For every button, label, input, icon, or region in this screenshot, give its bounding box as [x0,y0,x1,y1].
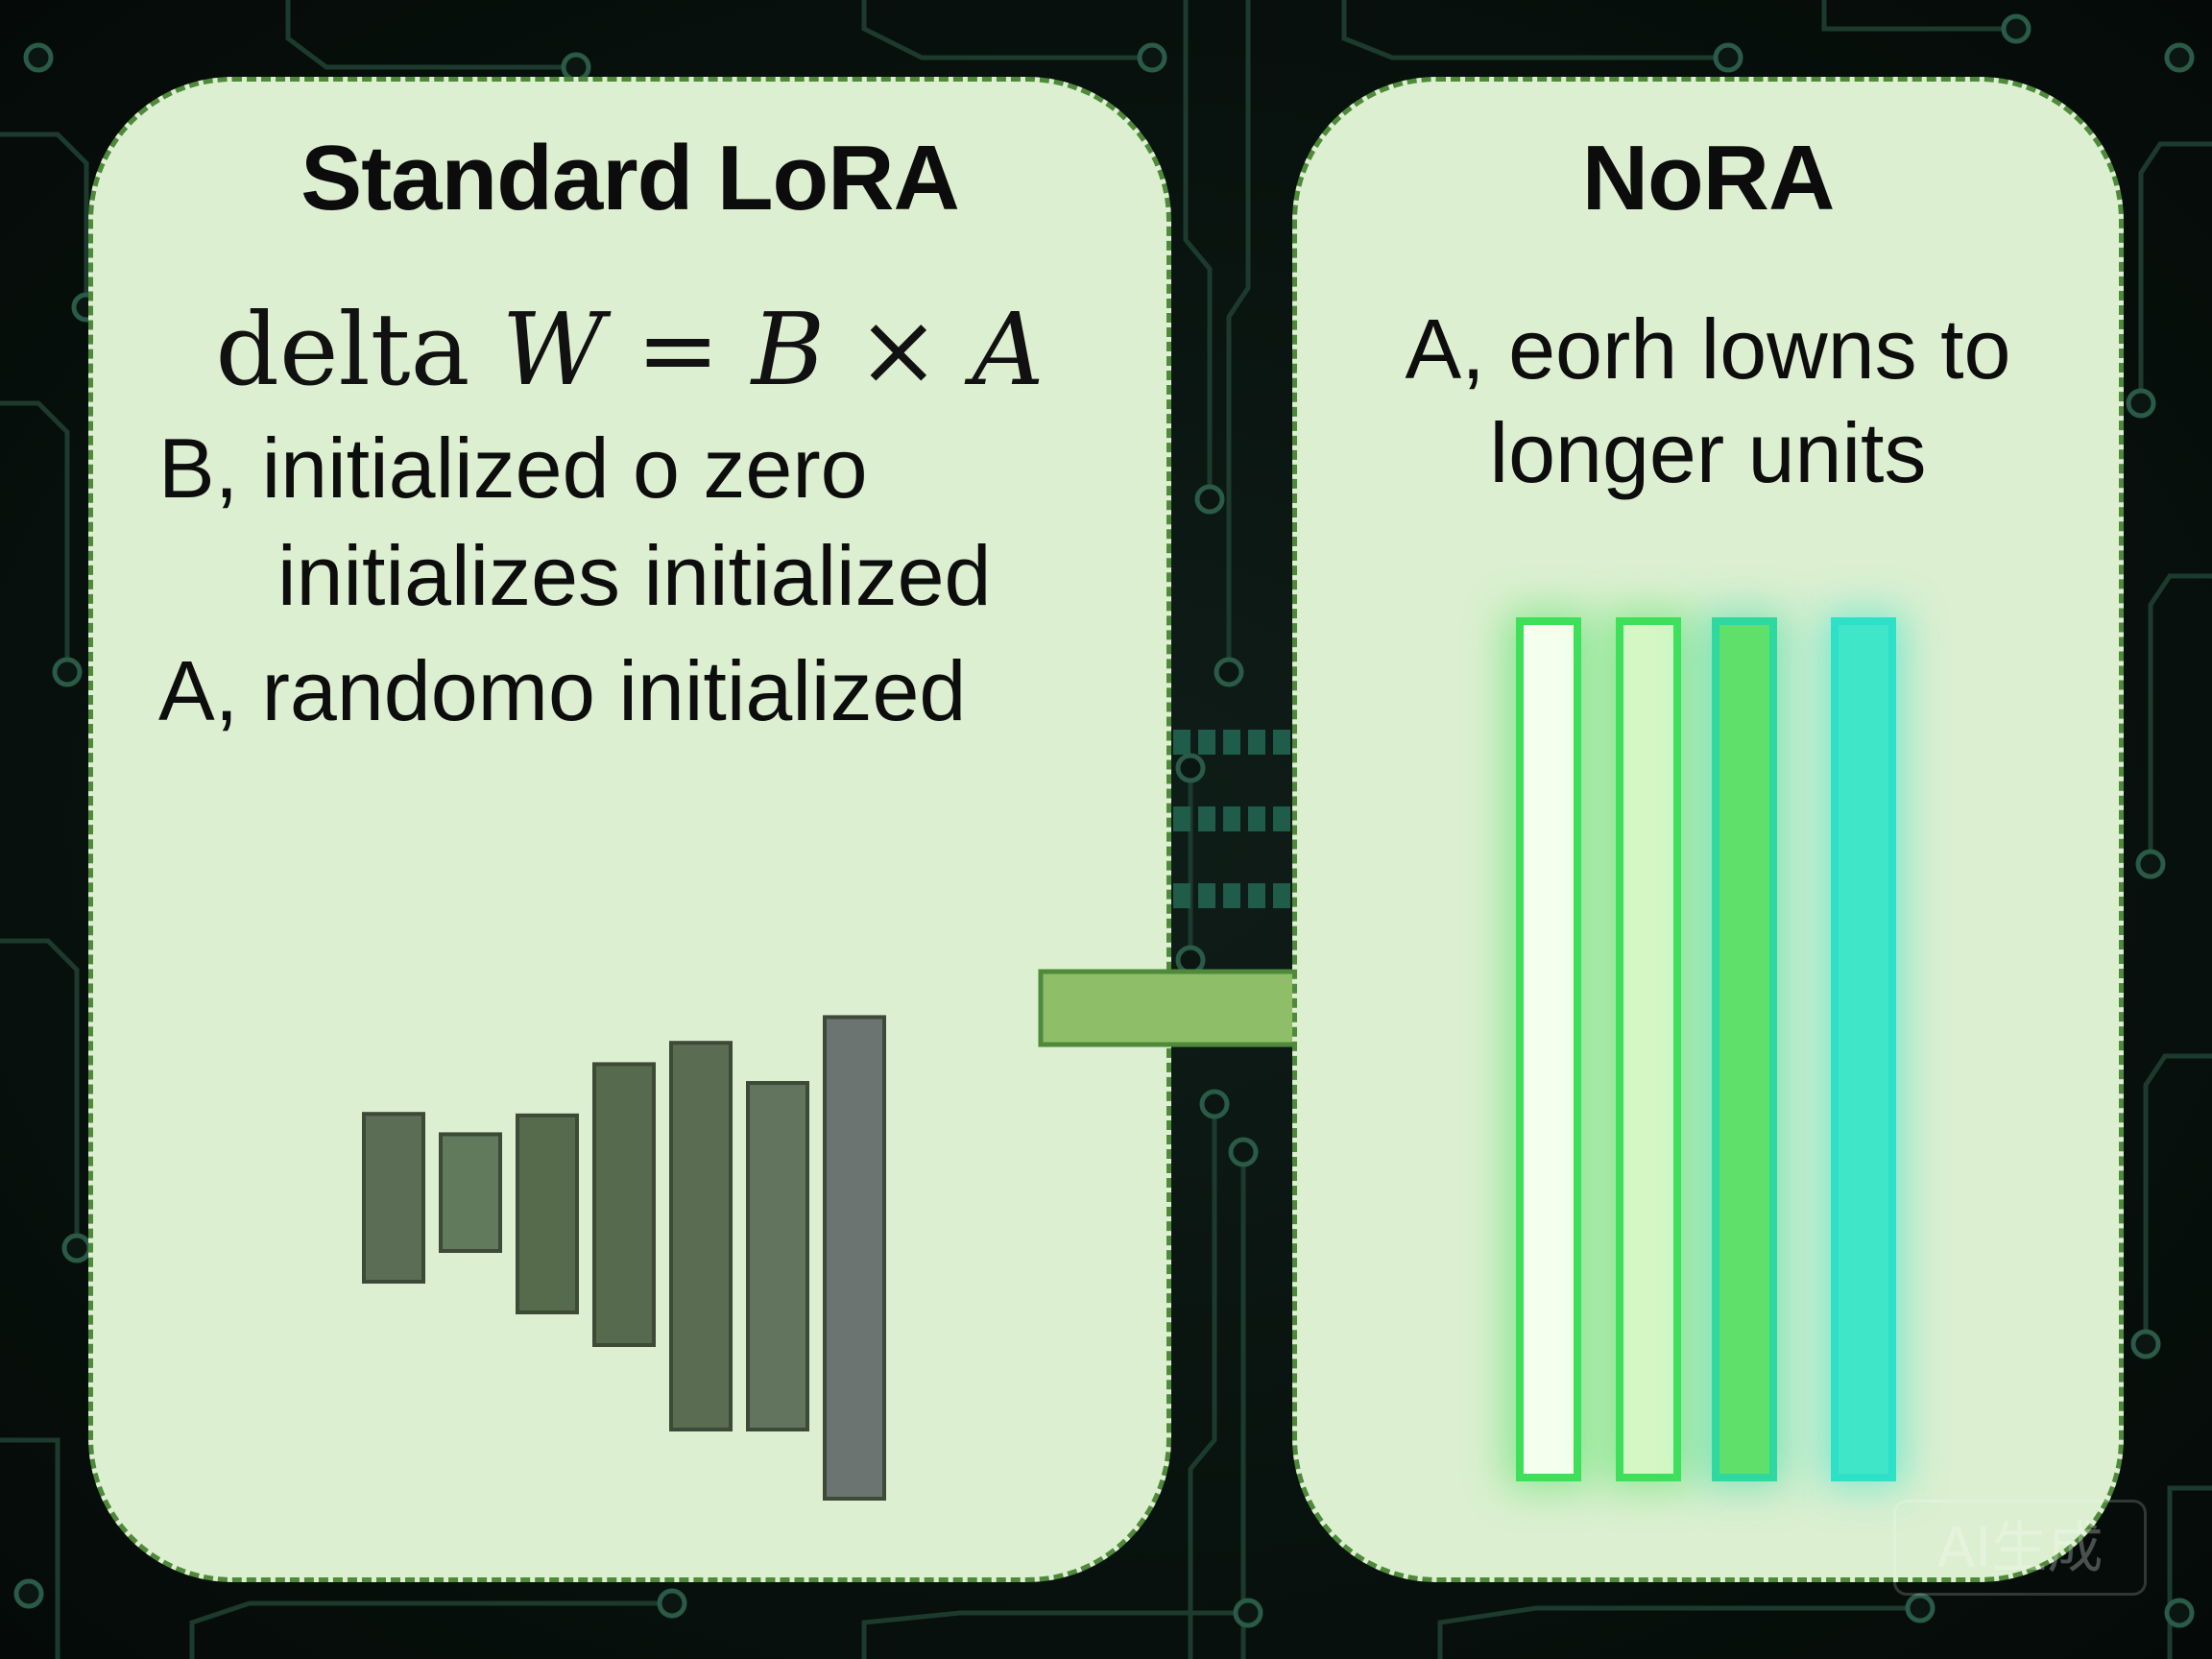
circuit-pad [1137,42,1167,73]
formula-w: W [501,291,605,408]
b-init-text: B, initialized o zero [158,421,868,516]
circuit-trace [1821,0,2016,32]
circuit-pad [1194,484,1225,515]
lora-bar [746,1081,809,1431]
nora-title: NoRA [1581,127,1836,229]
circuit-chip-pin [1273,730,1290,755]
circuit-pad [1228,1137,1259,1167]
standard-lora-title: Standard LoRA [301,127,960,229]
lora-bar [669,1041,733,1431]
circuit-pad [1214,657,1244,687]
formula-b: B [751,291,826,408]
nora-bar [1616,617,1681,1481]
circuit-pad [1175,753,1206,783]
circuit-chip-pin [1173,883,1190,908]
circuit-pad [1199,1089,1230,1119]
circuit-chip-pin [1173,806,1190,831]
nora-text-line2: longer units [1489,405,1927,500]
circuit-pad [2135,849,2166,879]
circuit-chip-pin [1223,883,1240,908]
circuit-chip-pin [1273,806,1290,831]
circuit-chip-pin [1248,883,1265,908]
circuit-chip-pin [1198,730,1215,755]
nora-bar-group [1506,612,1906,1487]
circuit-pad [2164,42,2195,73]
formula-times: × [856,291,941,408]
formula-prefix: delta [215,291,470,408]
circuit-pad [2001,13,2032,44]
circuit-chip-pin [1198,806,1215,831]
circuit-chip-pin [1273,883,1290,908]
circuit-pad [1233,1598,1263,1628]
circuit-trace [189,1600,672,1659]
lora-bar [439,1132,502,1254]
circuit-pad [2130,1329,2161,1359]
init-continuation-text: initializes initialized [277,528,992,623]
circuit-trace [285,0,576,70]
lora-bar [823,1015,886,1502]
circuit-trace [1188,1104,1217,1659]
circuit-pad [23,42,54,73]
nora-panel: NoRA A, eorh lowns to longer units [1292,77,2124,1582]
circuit-trace [2143,1053,2212,1344]
circuit-pad [52,657,83,687]
circuit-chip-pin [1248,806,1265,831]
circuit-pad [13,1578,44,1609]
circuit-pad [657,1588,687,1619]
circuit-chip-pin [1173,730,1190,755]
circuit-trace [2148,573,2212,864]
circuit-trace [2167,1485,2212,1659]
nora-bar [1831,617,1896,1481]
lora-formula: delta W = B × A [93,291,1166,408]
circuit-trace [0,400,70,672]
circuit-pad [2126,388,2156,419]
circuit-trace [1226,0,1251,672]
lora-bar [516,1113,579,1315]
circuit-chip-pin [1223,730,1240,755]
standard-lora-panel: Standard LoRA delta W = B × A B, initial… [88,77,1171,1582]
nora-bar [1516,617,1581,1481]
nora-text-line1: A, eorh lowns to [1405,301,2011,397]
nora-bar [1712,617,1777,1481]
circuit-pad [2164,1598,2195,1628]
circuit-chip-pin [1248,730,1265,755]
formula-eq: = [636,291,720,408]
circuit-pad [61,1233,92,1263]
circuit-trace [2138,141,2212,403]
lora-bar-group [362,1015,886,1502]
lora-bar [362,1112,425,1284]
circuit-trace [0,1437,60,1659]
a-init-text: A, randomo initialized [158,643,967,738]
circuit-trace [0,132,89,307]
circuit-trace [0,938,80,1248]
lora-bar [592,1062,656,1348]
watermark-label: AI生成 [1893,1500,2147,1596]
circuit-pad [1905,1593,1936,1623]
circuit-trace [1341,0,1728,60]
circuit-trace [861,0,1152,60]
circuit-trace [861,1610,1248,1659]
circuit-chip-pin [1198,883,1215,908]
circuit-trace [1183,0,1213,499]
formula-a: A [972,291,1045,408]
circuit-trace [1437,1605,1920,1659]
circuit-pad [1713,42,1743,73]
circuit-chip-pin [1223,806,1240,831]
